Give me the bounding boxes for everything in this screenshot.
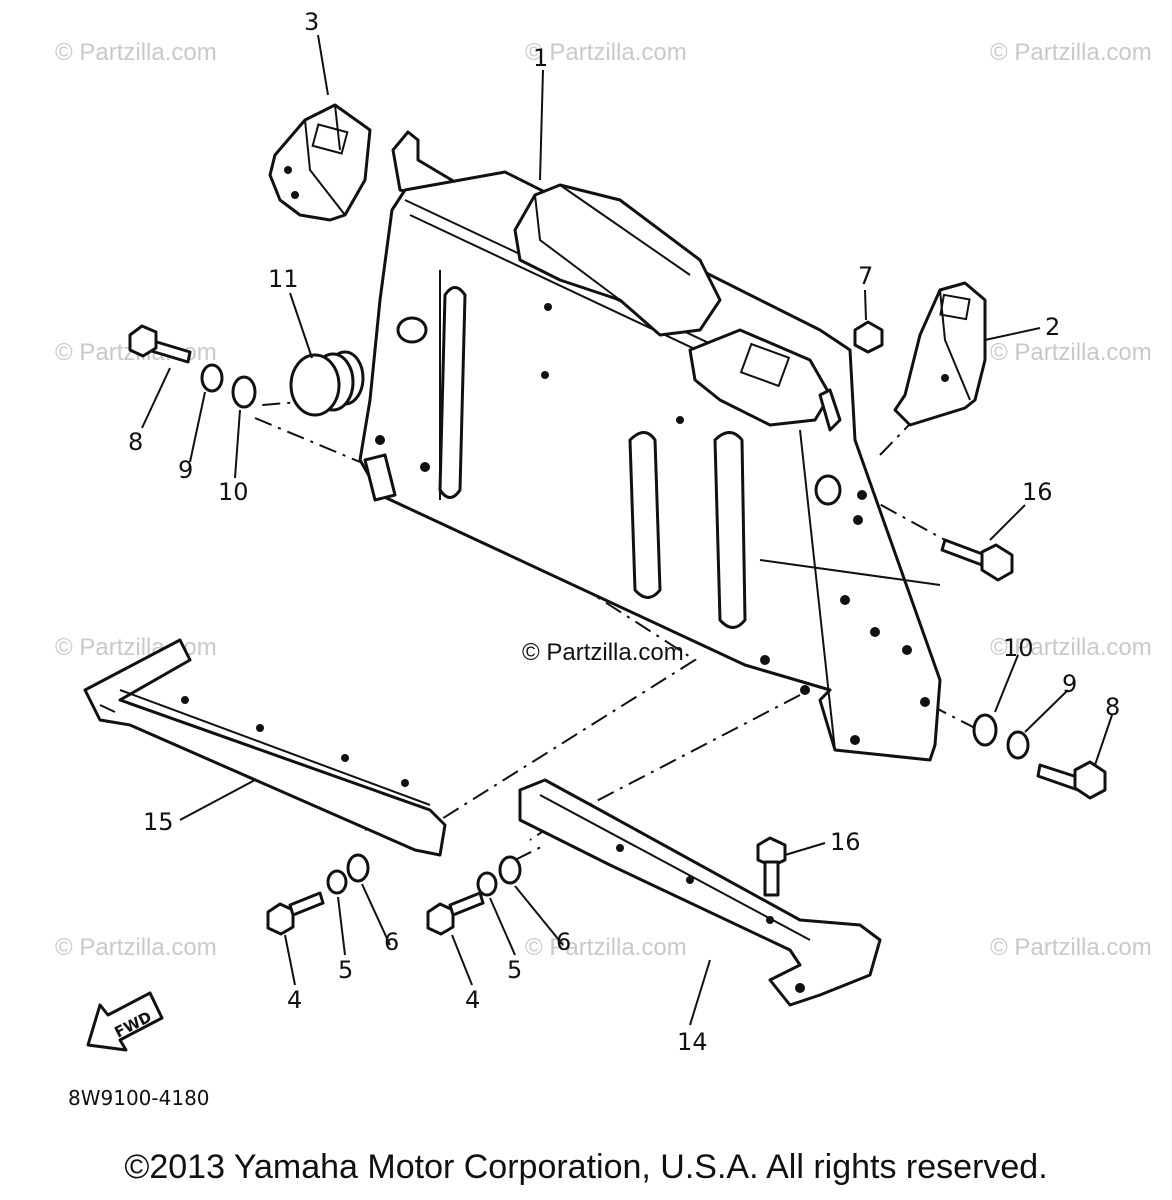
watermark: © Partzilla.com <box>990 934 1152 961</box>
diagram-code: 8W9100-4180 <box>68 1086 210 1110</box>
callout-5[interactable]: 5 <box>507 956 522 984</box>
callout-3[interactable]: 3 <box>304 8 319 36</box>
callout-15[interactable]: 15 <box>143 808 174 836</box>
watermark: © Partzilla.com <box>990 39 1152 66</box>
watermark: © Partzilla.com <box>55 39 217 66</box>
bracket-part-2 <box>893 281 987 427</box>
callout-6[interactable]: 6 <box>384 928 399 956</box>
callout-16[interactable]: 16 <box>1022 478 1053 506</box>
nut-part-7 <box>853 320 884 354</box>
callout-8[interactable]: 8 <box>128 428 143 456</box>
bolt-group-right <box>426 855 522 936</box>
fwd-arrow-icon: FWD <box>86 991 164 1052</box>
watermark: © Partzilla.com <box>990 339 1152 366</box>
right-bolt-16 <box>940 538 1014 582</box>
crossmember-part-14 <box>518 778 882 1007</box>
callout-8[interactable]: 8 <box>1105 693 1120 721</box>
callout-4[interactable]: 4 <box>287 986 302 1014</box>
crossmember-part-15 <box>83 638 447 857</box>
callout-5[interactable]: 5 <box>338 956 353 984</box>
main-frame-part <box>358 130 942 762</box>
callout-11[interactable]: 11 <box>268 265 299 293</box>
watermark: © Partzilla.com <box>525 39 687 66</box>
grommet-part-11 <box>289 350 365 417</box>
right-bolt-group <box>972 713 1107 800</box>
callout-9[interactable]: 9 <box>178 456 193 484</box>
left-bolt-group <box>128 324 257 409</box>
callout-16[interactable]: 16 <box>830 828 861 856</box>
callout-7[interactable]: 7 <box>858 262 873 290</box>
callout-4[interactable]: 4 <box>465 986 480 1014</box>
callout-1[interactable]: 1 <box>533 44 548 72</box>
watermark-center: © Partzilla.com <box>522 639 684 666</box>
watermark: © Partzilla.com <box>525 934 687 961</box>
callout-9[interactable]: 9 <box>1062 670 1077 698</box>
callout-2[interactable]: 2 <box>1045 313 1060 341</box>
callouts: 3 1 11 7 2 8 9 10 16 10 9 8 15 16 4 5 6 … <box>128 8 1120 1056</box>
bolt-group-left <box>266 853 370 936</box>
callout-14[interactable]: 14 <box>677 1028 708 1056</box>
watermark: © Partzilla.com <box>55 934 217 961</box>
callout-10[interactable]: 10 <box>218 478 249 506</box>
bracket-part-3 <box>268 103 372 222</box>
copyright-notice: ©2013 Yamaha Motor Corporation, U.S.A. A… <box>124 1148 1048 1186</box>
callout-10[interactable]: 10 <box>1003 634 1034 662</box>
bolt-16-lower <box>756 836 787 897</box>
watermark: © Partzilla.com <box>55 634 217 661</box>
callout-6[interactable]: 6 <box>556 928 571 956</box>
leader-lines <box>141 34 1113 1026</box>
